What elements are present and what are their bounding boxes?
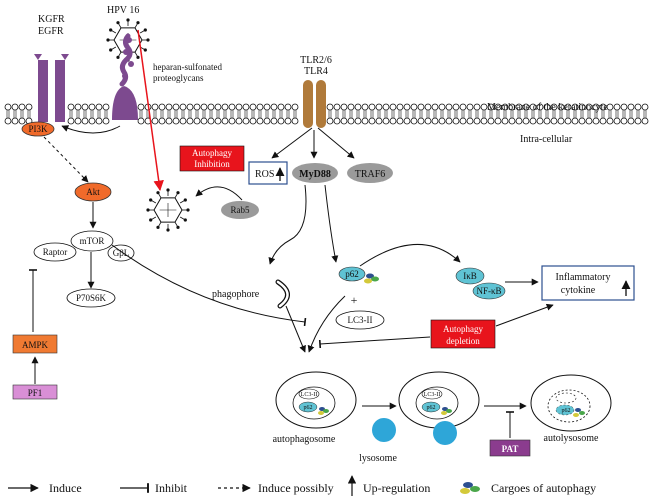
legend: Induce Inhibit Induce possibly Up-regula… (8, 475, 596, 496)
p62-cargo-icon (364, 273, 379, 284)
kgfr-label: KGFR (38, 14, 65, 25)
proteoglycan-to-pi3k-arrow (61, 125, 121, 134)
autolysosome-label: autolysosome (544, 433, 600, 444)
kgfr-egfr-receptor (34, 54, 69, 122)
hspg-label-line1: heparan-sulfonated (153, 62, 222, 72)
pat-box (489, 439, 531, 457)
internalized-virion (146, 188, 190, 232)
p62-node (338, 266, 366, 282)
gbl-label: GβL (113, 248, 130, 258)
pf1-label: PF1 (28, 388, 43, 398)
fusion-p62-label: p62 (427, 405, 436, 411)
myd88-node (292, 163, 338, 183)
autophagy-depletion-line2: depletion (446, 336, 480, 346)
tlr4-label: TLR4 (304, 66, 328, 77)
akt-label: Akt (86, 187, 100, 197)
gbl-node (107, 244, 135, 262)
proteoglycan-receptor (112, 33, 138, 120)
inflammatory-line2: cytokine (561, 285, 596, 296)
phagophore-label: phagophore (212, 289, 260, 300)
intracellular-label: Intra-cellular (520, 134, 573, 145)
hpv16-label: HPV 16 (107, 5, 139, 16)
autophagy-depletion-line1: Autophagy (443, 324, 483, 334)
pf1-box (12, 384, 58, 400)
tlr26-label: TLR2/6 (300, 55, 332, 66)
ikb-node (455, 267, 485, 285)
depletion-inhibits-autophagy-line (318, 336, 431, 349)
mtor-inhibits-autophagy-line (111, 244, 307, 327)
nfkb-node (472, 282, 506, 300)
lc3-to-autophagosome-arrow (307, 295, 346, 353)
autophagosome-lc3-label: LC3-II (301, 392, 318, 398)
pi3k-to-akt-arrow (43, 136, 89, 183)
traf6-node (347, 163, 393, 183)
raptor-node (33, 242, 77, 262)
autophagy-depletion-box (430, 319, 496, 349)
legend-inhibit-label: Inhibit (155, 481, 188, 495)
pi3k-label: PI3K (28, 124, 48, 134)
hpv-entry-arrow (137, 29, 164, 192)
ampk-label: AMPK (22, 340, 49, 350)
legend-up-regulation-label: Up-regulation (363, 481, 430, 495)
tlr-to-ros-arrow (271, 127, 313, 159)
legend-induce-label: Induce (49, 481, 82, 495)
plus-sign: + (351, 293, 358, 307)
egfr-label: EGFR (38, 26, 64, 37)
lysosome-label: lysosome (359, 453, 397, 464)
p70s6k-node (66, 288, 116, 308)
cell-membrane (4, 103, 649, 125)
ros-label: ROS (255, 169, 274, 180)
autophagy-inhibition-box (179, 145, 245, 172)
lc3-label: LC3-II (348, 315, 373, 325)
rab5-label: Rab5 (231, 205, 250, 215)
nfkb-label: NF-κB (476, 286, 501, 296)
tlr-receptor (303, 80, 326, 128)
myd88-to-phagophore-arrow (268, 184, 307, 265)
p70s6k-label: P70S6K (76, 293, 107, 303)
pi3k-node (21, 121, 55, 137)
autolysosome (530, 374, 612, 432)
tlr-to-traf6-arrow (317, 127, 355, 159)
fusion-lc3-label: LC3-II (424, 392, 441, 398)
phagophore-to-autophagosome-arrow (285, 305, 306, 353)
mtor-label: mTOR (80, 236, 105, 246)
autophagy-inhibition-line1: Autophagy (192, 148, 232, 158)
pat-label: PAT (502, 444, 519, 454)
lc3-node (335, 310, 385, 330)
legend-cargo-icon (460, 482, 480, 494)
p62-to-ikb-arrow (359, 243, 461, 267)
legend-induce-possibly-label: Induce possibly (258, 481, 334, 495)
autophagy-inhibition-line2: Inhibition (194, 159, 230, 169)
depletion-to-cytokine-arrow (495, 303, 554, 327)
myd88-label: MyD88 (299, 169, 331, 180)
akt-node (74, 182, 112, 202)
traf6-label: TRAF6 (355, 169, 386, 180)
legend-cargoes-label: Cargoes of autophagy (491, 481, 596, 495)
fusion-vesicle (398, 371, 480, 445)
autophagosome (275, 371, 357, 429)
p62-label: p62 (345, 269, 359, 279)
inflammatory-line1: Inflammatory (556, 272, 611, 283)
raptor-label: Raptor (43, 247, 68, 257)
ikb-label: IκB (463, 271, 477, 281)
autophagosome-label: autophagosome (273, 434, 336, 445)
myd88-to-p62-arrow (324, 184, 339, 263)
lysosome (372, 418, 396, 442)
rab5-to-virion-arrow (195, 186, 243, 201)
autophagosome-p62-label: p62 (304, 405, 313, 411)
mtor-node (70, 230, 114, 252)
inflammatory-cytokine-box (541, 265, 635, 301)
ampk-box (12, 334, 58, 354)
rab5-node (221, 201, 259, 219)
membrane-label: Membrane of the keratinocyte (487, 102, 608, 113)
hspg-label-line2: proteoglycans (153, 73, 204, 83)
autolysosome-p62-label: p62 (562, 408, 571, 414)
